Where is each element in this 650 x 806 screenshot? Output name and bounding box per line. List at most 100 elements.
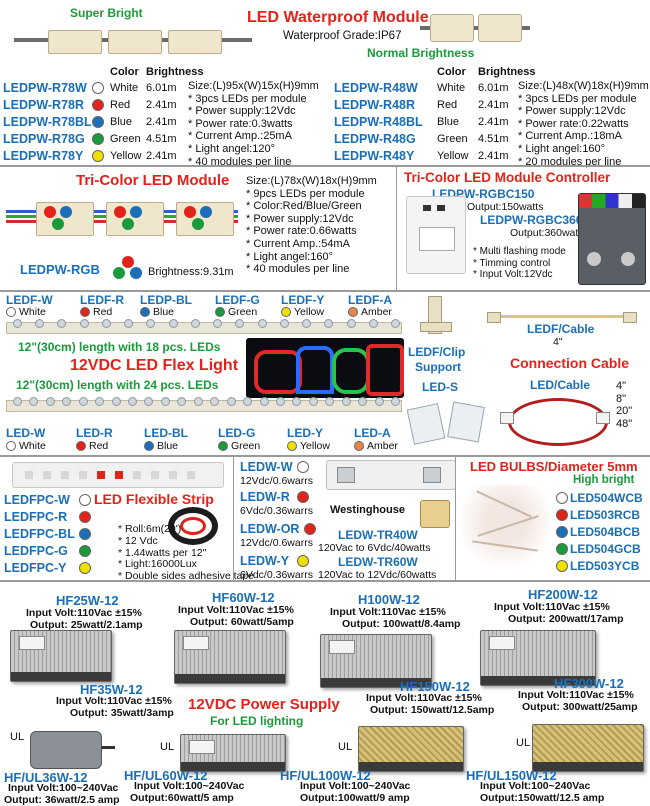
flex-cable-model: LEDF/Cable	[527, 322, 595, 336]
strip-led	[302, 319, 311, 328]
flex-color-name: Yellow	[300, 440, 330, 452]
tricolor-green-led	[122, 218, 134, 230]
flex-code-ledf-g: LEDF-G	[215, 293, 260, 307]
flex-code-led-w: LED-W	[6, 426, 46, 440]
psu-h100w-photo	[320, 634, 432, 688]
flex-color-name: Red	[89, 440, 109, 452]
divider-4	[0, 580, 650, 582]
flexible-strip-photo	[12, 462, 224, 488]
fpc-model-ledfpc-r: LEDFPC-R	[4, 510, 68, 524]
left-col-color: Color	[110, 66, 139, 78]
strip-led	[144, 397, 153, 406]
strip-led	[128, 397, 137, 406]
flex-code-led-bl: LED-BL	[144, 426, 188, 440]
left-color-dot	[92, 116, 104, 128]
flex-color-dot	[6, 307, 16, 317]
psu-input: Input Volt:110Vac ±15%	[518, 689, 634, 701]
bulb-model-led504wcb: LED504WCB	[570, 491, 643, 505]
psu-input: Input Volt:100~240Vac	[480, 780, 591, 792]
ledw-spec: 6Vdc/0.36warrs	[240, 505, 313, 517]
divider-2	[0, 290, 650, 292]
strip-led	[227, 397, 236, 406]
spec-line: * Current Amp.:54mA	[246, 237, 350, 250]
left-color-dot	[92, 133, 104, 145]
flex-code-ledf-a: LEDF-A	[348, 293, 392, 307]
flex-color-name: Blue	[157, 440, 179, 452]
strip-led	[13, 397, 22, 406]
spec-line: * Current Amp.:18mA	[518, 130, 622, 143]
tricolor-blue-led	[60, 206, 72, 218]
spec-line: * Current Amp.:25mA	[188, 130, 292, 143]
psu-ul60w-photo	[180, 734, 286, 772]
flex-color-dot	[76, 441, 86, 451]
strip-led	[80, 319, 89, 328]
spec-line: Size:(L)78x(W)18x(H)9mm	[246, 175, 377, 187]
strip-led	[309, 397, 318, 406]
ul-mark-2: UL	[160, 741, 175, 753]
ledw-color-dot	[304, 523, 316, 535]
divider-1	[0, 165, 650, 167]
strip-led	[79, 397, 88, 406]
right-brightness: 2.41m	[478, 150, 509, 162]
strip-led	[95, 397, 104, 406]
ledw-module-photo	[326, 460, 456, 490]
psu-ul150w-photo	[532, 724, 644, 772]
strip-led	[46, 397, 55, 406]
flex-color-name: Blue	[153, 306, 175, 318]
flex-color-dot	[6, 441, 16, 451]
psu-input: Input Volt:100~240Vac	[300, 780, 411, 792]
strip-led	[213, 319, 222, 328]
flex-color-dot	[281, 307, 291, 317]
flex-strip-24-photo	[6, 397, 402, 412]
psu-input: Input Volt:100~240Vac	[8, 782, 119, 794]
strip-led	[62, 397, 71, 406]
spec-line: * 9pcs LEDs per module	[246, 187, 365, 200]
flex-code-ledf-y: LEDF-Y	[281, 293, 325, 307]
divider-band4-a	[233, 457, 234, 580]
strip-led	[161, 397, 170, 406]
psu-model-hf-ul60w-12: HF/UL60W-12	[124, 768, 208, 783]
flex-color-dot	[348, 307, 358, 317]
bulb-model-led504bcb: LED504BCB	[570, 525, 641, 539]
psu-model-hf300w-12: HF300W-12	[554, 676, 624, 691]
left-brightness: 2.41m	[146, 99, 177, 111]
strip-led	[177, 397, 186, 406]
psu-model-hf150w-12: HF150W-12	[400, 679, 470, 694]
left-color-name: Red	[110, 99, 131, 111]
flex-color-name: Yellow	[294, 306, 324, 318]
super-bright-label: Super Bright	[70, 6, 143, 20]
spec-line: * Multi flashing mode	[473, 246, 566, 257]
led-cable-photo	[500, 392, 610, 448]
strip-led	[235, 319, 244, 328]
spec-line: * Double sides adhesive tape	[118, 570, 255, 583]
tricolor-green-led	[192, 218, 204, 230]
tricolor-red-led	[44, 206, 56, 218]
spec-line: * 1.44watts per 12"	[118, 546, 207, 559]
psu-hf200w-photo	[480, 630, 596, 686]
left-brightness: 6.01m	[146, 82, 177, 94]
psu-model-hf-ul150w-12: HF/UL150W-12	[466, 768, 557, 783]
psu-output: Output: 100watt/8.4amp	[342, 618, 461, 630]
psu-input: Input Volt:110Vac ±15%	[178, 604, 294, 616]
bulbs-subtitle: High bright	[573, 474, 635, 486]
waterproof-grade: Waterproof Grade:IP67	[283, 30, 402, 42]
fpc-color-dot	[79, 528, 91, 540]
right-model-ledpw-r48r: LEDPW-R48R	[334, 98, 416, 112]
tricolor-blue-led	[130, 206, 142, 218]
flex-color-name: Amber	[361, 306, 392, 318]
right-color-name: Blue	[437, 116, 460, 128]
spec-line: * 40 modules per line	[188, 155, 292, 168]
strip-reel-photo	[160, 505, 226, 549]
strip-led	[391, 397, 400, 406]
spec-line: 4"	[616, 380, 627, 392]
ledw-model-ledw-r: LEDW-R	[240, 490, 290, 504]
westinghouse-transformer-photo	[420, 500, 450, 528]
spec-line: Size:(L)95x(W)15x(H)9mm	[188, 80, 319, 92]
strip-led	[112, 397, 121, 406]
psu-output: Output: 300watt/25amp	[522, 701, 638, 713]
psu-input: Input Volt:110Vac ±15%	[330, 606, 446, 618]
flex-clip-photo	[420, 296, 454, 336]
right-brightness: 2.41m	[478, 99, 509, 111]
strip-led	[57, 319, 66, 328]
right-model-ledpw-r48bl: LEDPW-R48BL	[334, 115, 423, 129]
